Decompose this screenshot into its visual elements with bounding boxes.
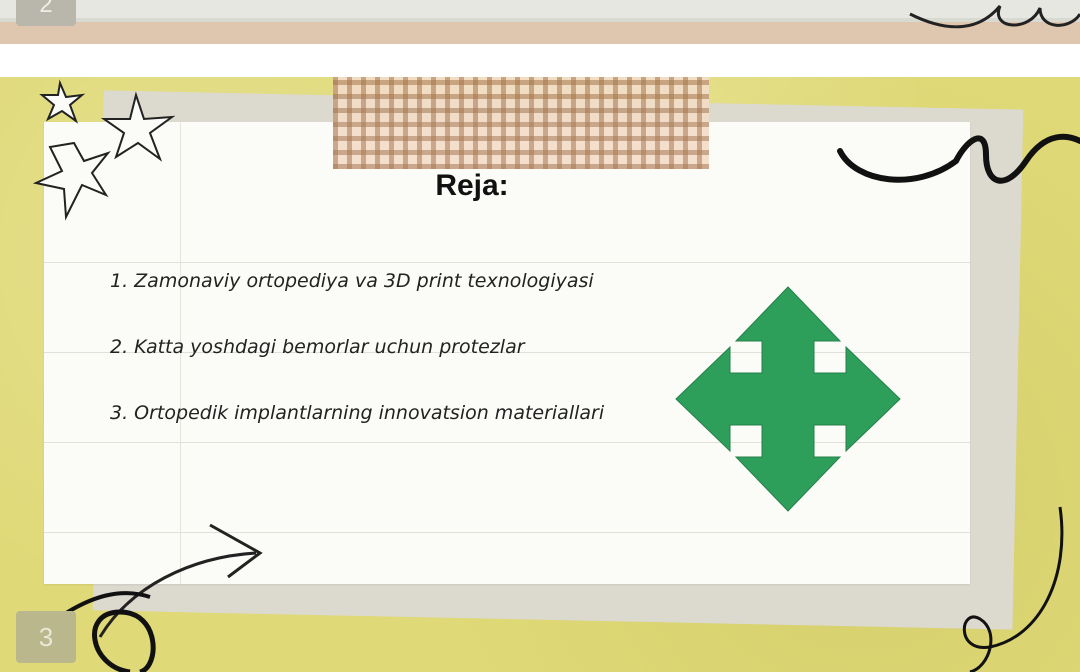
move-arrows-icon[interactable]: [674, 285, 902, 513]
gingham-tape: [333, 77, 709, 169]
previous-slide-paper: [0, 0, 1080, 18]
paper-rule: [44, 352, 970, 353]
paper-rule: [44, 532, 970, 533]
plan-item-1[interactable]: 1. Zamonaviy ortopediya va 3D print texn…: [110, 270, 594, 292]
notebook-paper: [44, 122, 970, 584]
curved-arrow-doodle-icon: [60, 523, 263, 672]
swirl-doodle-icon: [909, 5, 1080, 29]
current-slide[interactable]: Reja: 1. Zamonaviy ortopediya va 3D prin…: [0, 77, 1080, 672]
squiggle-doodle-icon: [962, 506, 1064, 672]
previous-slide-number: 2: [16, 0, 76, 26]
star-doodle-icon: [32, 79, 176, 221]
slide-title[interactable]: Reja:: [435, 169, 509, 202]
current-slide-number: 3: [16, 611, 76, 663]
swirl-doodle-icon: [837, 133, 1080, 184]
plan-item-2[interactable]: 2. Katta yoshdagi bemorlar uchun protezl…: [110, 336, 525, 358]
paper-rule: [44, 442, 970, 443]
previous-slide-thumbnail[interactable]: 2: [0, 0, 1080, 44]
paper-rule: [44, 262, 970, 263]
plan-item-3[interactable]: 3. Ortopedik implantlarning innovatsion …: [110, 402, 605, 424]
paper-margin-line: [180, 122, 181, 584]
